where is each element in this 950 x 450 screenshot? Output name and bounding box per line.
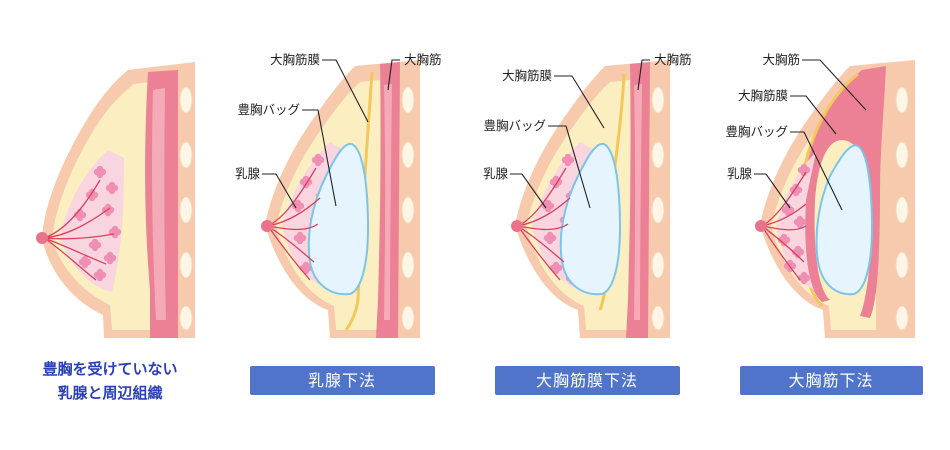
label-implant: 豊胸バッグ [725,124,788,139]
caption-line-2: 乳腺と周辺組織 [57,384,162,402]
label-mammary-gland: 乳腺 [235,166,261,181]
panel-submuscular: 大胸筋 大胸筋膜 豊胸バッグ 乳腺 大胸筋下法 [725,52,923,395]
label-implant: 豊胸バッグ [237,102,300,117]
label-implant: 豊胸バッグ [483,118,546,133]
label-pectoral-fascia: 大胸筋膜 [502,68,552,83]
label-mammary-gland: 乳腺 [483,166,509,181]
caption-line-1: 豊胸を受けていない [42,360,177,378]
panel-no-augmentation: 豊胸を受けていない 乳腺と周辺組織 [36,62,195,402]
panel-subfascial: 大胸筋膜 大胸筋 豊胸バッグ 乳腺 大胸筋膜下法 [483,52,692,395]
method-tag: 大胸筋下法 [788,371,873,390]
nipple [261,220,273,232]
nipple [511,220,523,232]
label-pectoral-muscle: 大胸筋 [404,52,442,67]
method-tag: 大胸筋膜下法 [536,371,638,390]
label-pectoral-muscle: 大胸筋 [654,52,692,67]
label-pectoral-fascia: 大胸筋膜 [270,52,320,67]
label-mammary-gland: 乳腺 [727,166,753,181]
panel-subglandular: 大胸筋膜 大胸筋 豊胸バッグ 乳腺 乳腺下法 [235,52,442,395]
label-pectoral-fascia: 大胸筋膜 [738,88,788,103]
method-tag: 乳腺下法 [308,371,376,390]
label-pectoral-muscle: 大胸筋 [762,52,800,67]
nipple [755,220,767,232]
nipple [36,232,48,244]
